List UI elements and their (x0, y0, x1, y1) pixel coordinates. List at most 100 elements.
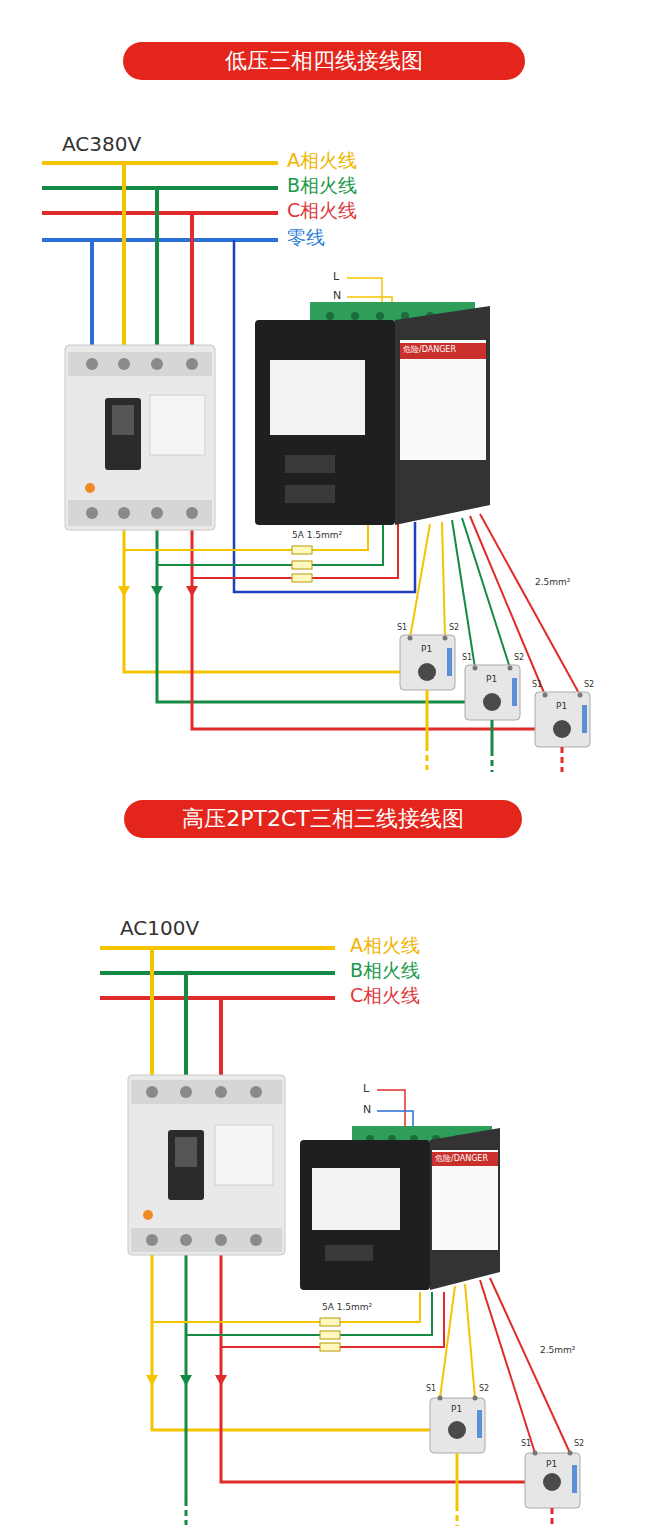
screw (118, 358, 130, 370)
wire (440, 1286, 455, 1398)
current-transformer (525, 1453, 580, 1508)
callout-label: S2 (514, 654, 524, 662)
wire (426, 690, 429, 745)
screw (186, 358, 198, 370)
wire (490, 1278, 570, 1453)
bus-n (42, 238, 278, 242)
wire (410, 524, 430, 638)
callout-label: L (333, 271, 339, 282)
bus-b (100, 971, 335, 975)
wire (456, 1505, 459, 1526)
callout-label: P1 (451, 1405, 462, 1414)
wire (221, 1292, 444, 1347)
line-label: AC380V (62, 134, 141, 154)
current-transformer (400, 635, 455, 690)
wire (491, 720, 494, 750)
ct-strip (477, 1410, 482, 1438)
callout-label: 2.5mm² (535, 578, 570, 587)
indicator (143, 1210, 153, 1220)
callout-label: 危险/DANGER (435, 1155, 488, 1163)
callout-label: S1 (462, 654, 472, 662)
wire (377, 1090, 405, 1128)
wire (377, 1111, 413, 1128)
arrow (180, 1375, 192, 1386)
wire (124, 520, 427, 672)
terminal (578, 693, 583, 698)
breaker-handle (105, 398, 141, 470)
callout-label: L (363, 1083, 369, 1094)
ct-hole (543, 1473, 561, 1491)
meter-side (430, 1128, 500, 1290)
ct-strip (582, 705, 587, 733)
bus-a (42, 161, 278, 165)
breaker-terminals (131, 1228, 282, 1252)
wire (561, 747, 564, 772)
wire (347, 278, 382, 304)
wire (122, 163, 126, 362)
wire (465, 1284, 475, 1398)
screw (180, 1234, 192, 1246)
meter-clip (325, 1245, 373, 1261)
ct-hole (483, 693, 501, 711)
screw (151, 358, 163, 370)
bus-a (100, 946, 335, 950)
meter-label (312, 1168, 400, 1230)
arrow (186, 586, 198, 597)
wire (480, 1280, 535, 1453)
wire (152, 1292, 420, 1322)
terminal (508, 666, 513, 671)
wire (442, 522, 445, 638)
callout-label: 危险/DANGER (403, 346, 456, 354)
banner-title: 低压三相四线接线图 (225, 50, 423, 72)
terminal (408, 636, 413, 641)
screw (250, 1086, 262, 1098)
bus-c (100, 996, 335, 1000)
screw (180, 1086, 192, 1098)
breaker-label (150, 395, 205, 455)
screw (215, 1234, 227, 1246)
line-label: A相火线 (287, 151, 357, 170)
arrow (146, 1375, 158, 1386)
screw (146, 1234, 158, 1246)
callout-label: S1 (521, 1440, 531, 1448)
screw (376, 312, 384, 320)
screw (215, 1086, 227, 1098)
fuse (320, 1331, 340, 1339)
terminal (533, 1451, 538, 1456)
fuse (292, 561, 312, 569)
breaker-terminals (68, 500, 212, 526)
wire (190, 213, 194, 362)
callout-label: S1 (426, 1385, 436, 1393)
line-label: C相火线 (350, 986, 420, 1005)
callout-label: P1 (421, 645, 432, 654)
terminal (438, 1396, 443, 1401)
line-label: 零线 (287, 228, 325, 247)
meter-front (300, 1140, 430, 1290)
terminal (473, 666, 478, 671)
callout-label: N (333, 290, 341, 301)
fuse (320, 1343, 340, 1351)
wire (192, 520, 562, 729)
wire (491, 750, 494, 772)
ct-strip (512, 678, 517, 706)
ct-strip (572, 1465, 577, 1493)
screw (86, 507, 98, 519)
callout-label: S2 (449, 624, 459, 632)
meter-label (270, 360, 365, 435)
breaker-body (65, 345, 215, 530)
wire (426, 745, 429, 770)
current-transformer (465, 665, 520, 720)
callout-label: S2 (574, 1440, 584, 1448)
wire (186, 1292, 432, 1335)
screw (151, 507, 163, 519)
fuse (320, 1318, 340, 1326)
callout-label: P1 (556, 702, 567, 711)
ct-strip (447, 648, 452, 676)
screw (118, 507, 130, 519)
meter-side-label (432, 1150, 498, 1250)
arrow (151, 586, 163, 597)
callout-label: N (363, 1104, 371, 1115)
bus-b (42, 186, 278, 190)
wire (192, 522, 398, 578)
banner-title: 高压2PT2CT三相三线接线图 (182, 808, 464, 830)
